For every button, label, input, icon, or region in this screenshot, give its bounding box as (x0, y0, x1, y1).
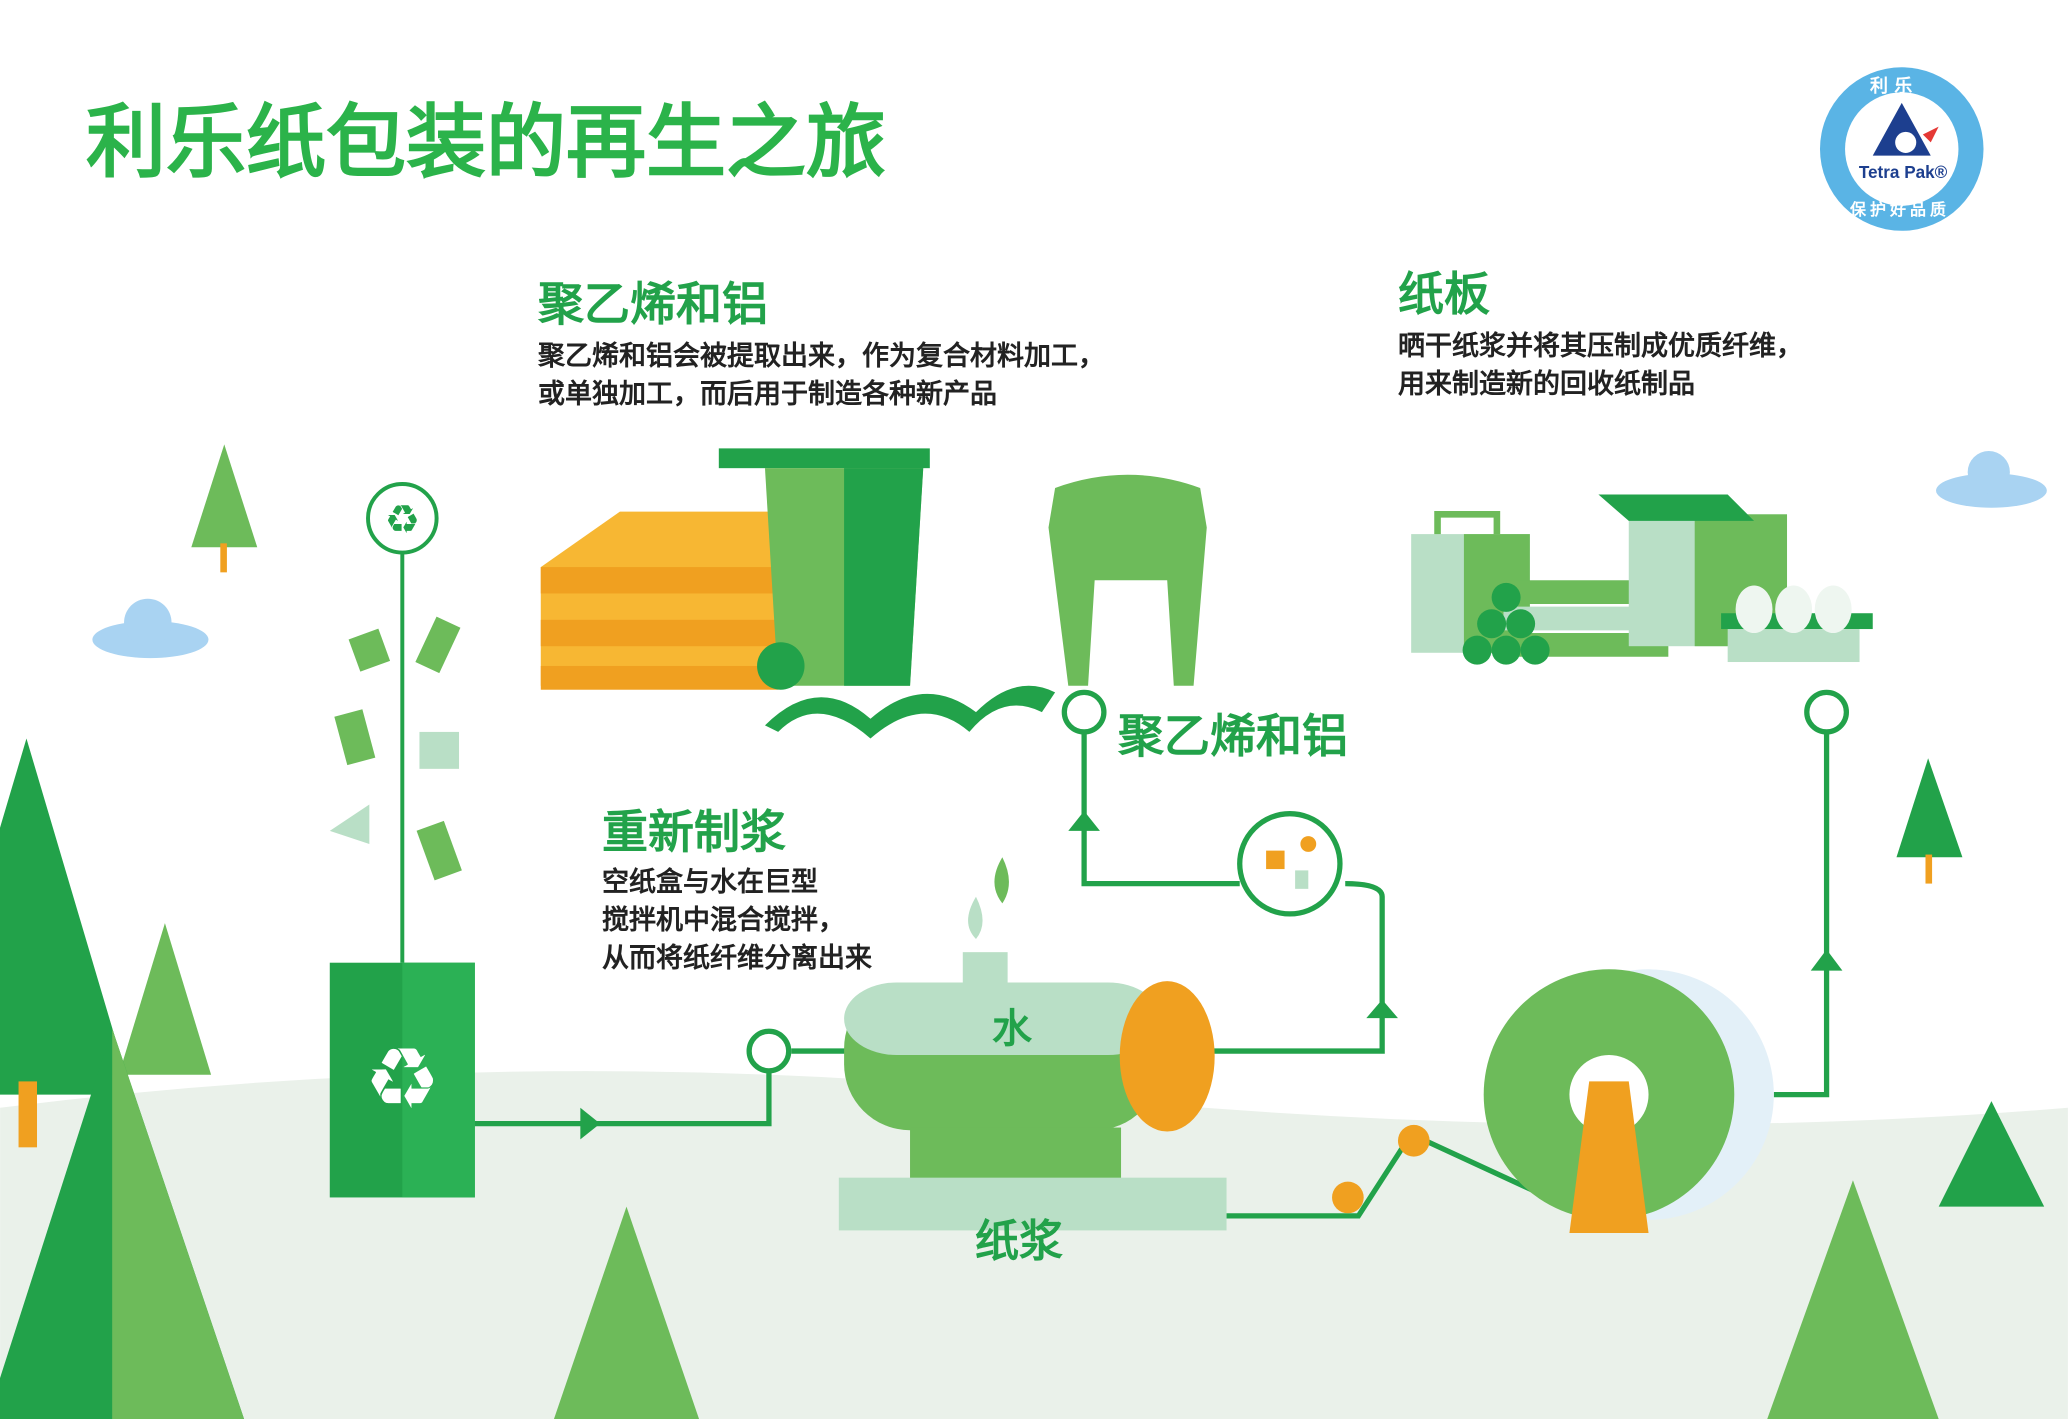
tree-icon (118, 923, 212, 1075)
pe-al-flow-label: 聚乙烯和铝 (1118, 709, 1348, 763)
pe-al-heading: 聚乙烯和铝 (538, 277, 768, 331)
text-line: 或单独加工，而后用于制造各种新产品 (538, 379, 997, 410)
text-line: 从而将纸纤维分离出来 (602, 943, 872, 974)
logo-bottom-text: 保护好品质 (1850, 200, 1951, 219)
pe-al-particles-icon (1237, 811, 1343, 917)
text-line: 空纸盒与水在巨型 (602, 867, 818, 898)
paper-products (1411, 494, 1873, 665)
svg-text:Tetra Pak®: Tetra Pak® (1859, 162, 1948, 182)
water-label: 水 (992, 1006, 1032, 1052)
tetra-pak-logo: Tetra Pak® (1819, 67, 1984, 231)
pulp-tray (838, 1177, 1227, 1231)
pulp-label: 纸浆 (975, 1216, 1063, 1267)
cloud-icon (1936, 451, 2047, 508)
recycle-icon (366, 482, 439, 555)
tree-icon (0, 738, 132, 1148)
repulp-description: 空纸盒与水在巨型 搅拌机中混合搅拌， 从而将纸纤维分离出来 (602, 864, 872, 978)
tree-icon (1896, 758, 1963, 884)
paperboard-heading: 纸板 (1398, 267, 1490, 321)
text-line: 聚乙烯和铝会被提取出来，作为复合材料加工， (538, 341, 1105, 372)
logo-top-text: 利 乐 (1870, 76, 1913, 97)
text-line: 搅拌机中混合搅拌， (602, 905, 845, 936)
tree-icon (191, 444, 258, 573)
pe-al-description: 聚乙烯和铝会被提取出来，作为复合材料加工， 或单独加工，而后用于制造各种新产品 (538, 338, 1105, 414)
svg-text:♻: ♻ (385, 497, 420, 543)
paperboard-description: 晒干纸浆并将其压制成优质纤维， 用来制造新的回收纸制品 (1398, 328, 1803, 404)
svg-text:♻: ♻ (364, 1030, 440, 1128)
tree-icon (0, 1028, 245, 1419)
cloud-icon (92, 598, 209, 659)
plastic-products (540, 448, 1207, 739)
flow-lines (474, 731, 1830, 1219)
tree-icon (553, 1206, 700, 1419)
page-title: 利乐纸包装的再生之旅 (86, 96, 886, 189)
repulp-heading: 重新制浆 (602, 805, 786, 859)
text-line: 晒干纸浆并将其压制成优质纤维， (1398, 331, 1803, 362)
tree-icon (1938, 1101, 2045, 1207)
tree-icon (1767, 1180, 1939, 1419)
text-line: 用来制造新的回收纸制品 (1398, 369, 1695, 400)
